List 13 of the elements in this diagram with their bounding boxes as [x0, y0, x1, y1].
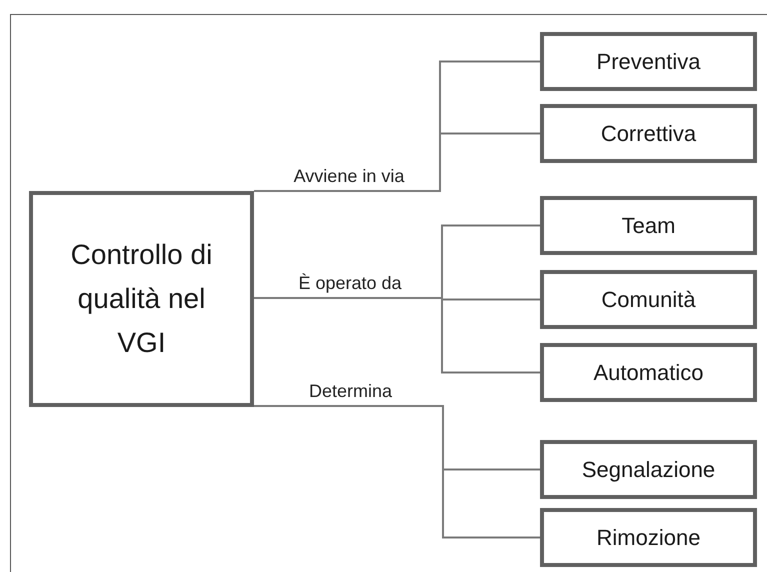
connector-line [254, 405, 540, 538]
connector-line [254, 132, 540, 192]
edge-label: Avviene in via [292, 165, 406, 187]
process-box: Team [540, 196, 757, 255]
process-box: Correttiva [540, 104, 757, 163]
process-box: Rimozione [540, 508, 757, 567]
process-box: Comunità [540, 270, 757, 329]
edge-label: Determina [308, 380, 394, 402]
edge-label: È operato da [297, 272, 403, 294]
process-box: Controllo di qualità nel VGI [29, 191, 254, 407]
process-box: Automatico [540, 343, 757, 402]
process-box: Preventiva [540, 32, 757, 91]
process-box: Segnalazione [540, 440, 757, 499]
